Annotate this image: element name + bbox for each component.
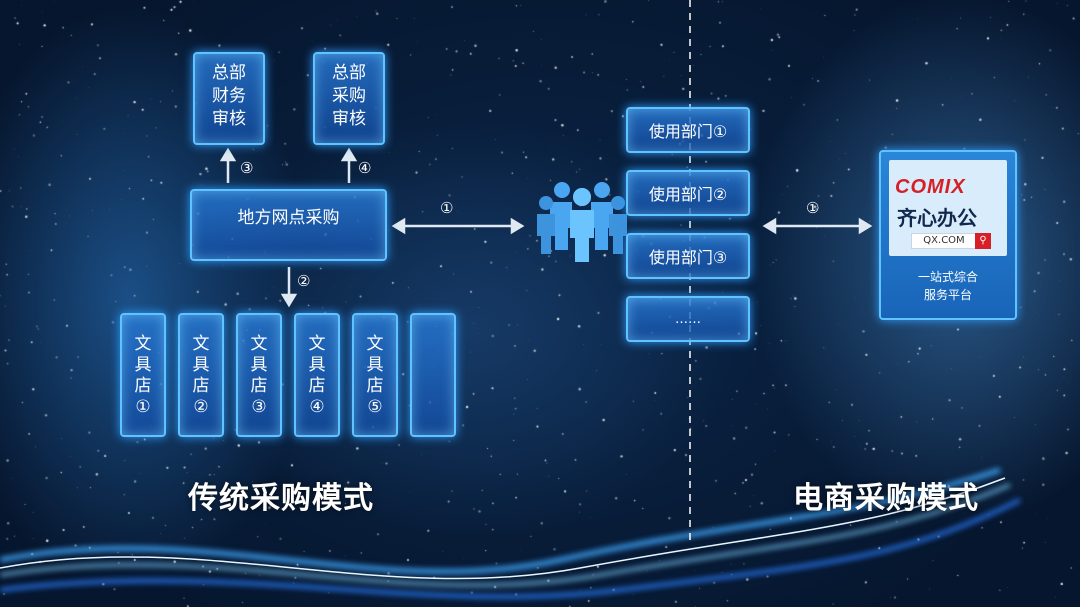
department-label: 使用部门③ bbox=[648, 248, 728, 267]
step-2-label: ② bbox=[297, 272, 311, 290]
comix-description: 一站式综合 服务平台 bbox=[881, 268, 1015, 304]
box-line: 财务 bbox=[212, 86, 246, 106]
shop-char: 店 bbox=[192, 376, 210, 396]
shop-char: 文 bbox=[366, 334, 384, 354]
department-2-box: 使用部门② bbox=[626, 170, 750, 216]
shop-char: 店 bbox=[250, 376, 268, 396]
stationery-shop-more bbox=[410, 313, 456, 437]
shop-char: ⑤ bbox=[367, 397, 383, 417]
shop-char: 店 bbox=[134, 376, 152, 396]
shop-char: ④ bbox=[309, 397, 325, 417]
box-line: 总部 bbox=[212, 63, 246, 83]
box-line: 采购 bbox=[332, 86, 366, 106]
ecommerce-step-1-label: ① bbox=[806, 199, 820, 217]
traditional-mode-title: 传统采购模式 bbox=[188, 481, 374, 516]
comix-desc-line1: 一站式综合 bbox=[917, 270, 978, 284]
department-3-box: 使用部门③ bbox=[626, 233, 750, 279]
shop-char: 文 bbox=[134, 334, 152, 354]
local-purchase-label: 地方网点采购 bbox=[237, 208, 340, 228]
shop-char: 具 bbox=[192, 355, 210, 375]
shop-char: 店 bbox=[366, 376, 384, 396]
box-line: 审核 bbox=[332, 109, 366, 129]
hq-finance-review-box: 总部 财务 审核 bbox=[193, 52, 265, 145]
comix-logo-panel: COMIX 齐心办公 QX.COM ⚲ bbox=[889, 160, 1007, 256]
shop-char: 具 bbox=[308, 355, 326, 375]
department-label: 使用部门① bbox=[648, 122, 728, 141]
hq-purchase-review-box: 总部 采购 审核 bbox=[313, 52, 385, 145]
comix-url-bar: QX.COM bbox=[911, 233, 977, 249]
box-line: 审核 bbox=[212, 109, 246, 129]
department-label: 使用部门② bbox=[648, 185, 728, 204]
shop-char: 店 bbox=[308, 376, 326, 396]
shop-char: 文 bbox=[308, 334, 326, 354]
shop-char: 文 bbox=[250, 334, 268, 354]
comix-brand-logo: COMIX bbox=[895, 176, 966, 198]
ecommerce-mode-title: 电商采购模式 bbox=[793, 481, 979, 516]
step-1-label: ① bbox=[440, 199, 454, 217]
department-1-box: 使用部门① bbox=[626, 107, 750, 153]
shop-char: 文 bbox=[192, 334, 210, 354]
step-4-label: ④ bbox=[358, 159, 372, 177]
step-3-label: ③ bbox=[240, 159, 254, 177]
department-more-box: …… bbox=[626, 296, 750, 342]
local-purchase-box: 地方网点采购 bbox=[190, 189, 387, 261]
comix-cn-name: 齐心办公 bbox=[897, 206, 977, 230]
search-icon: ⚲ bbox=[975, 233, 991, 249]
shop-char: ③ bbox=[251, 397, 267, 417]
box-line: 总部 bbox=[332, 63, 366, 83]
comix-platform-card: COMIX 齐心办公 QX.COM ⚲ 一站式综合 服务平台 bbox=[879, 150, 1017, 320]
shop-char: 具 bbox=[250, 355, 268, 375]
shop-char: 具 bbox=[134, 355, 152, 375]
department-label: …… bbox=[675, 311, 701, 327]
people-group-icon bbox=[537, 182, 627, 262]
shop-char: ① bbox=[135, 397, 151, 417]
comix-desc-line2: 服务平台 bbox=[923, 288, 972, 302]
shop-char: 具 bbox=[366, 355, 384, 375]
shop-char: ② bbox=[193, 397, 209, 417]
